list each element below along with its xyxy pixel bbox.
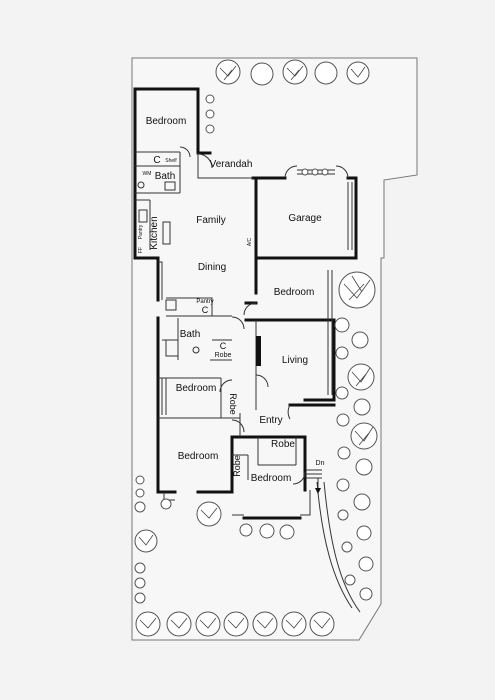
bath-mid-shower-icon (165, 339, 179, 357)
label-dn: Dn (316, 460, 325, 467)
tree-icon (134, 577, 146, 589)
tree-icon (281, 611, 307, 637)
label-kitchen: Kitchen (149, 216, 160, 249)
label-garage: Garage (288, 213, 322, 224)
tree-icon (353, 493, 371, 511)
tree-icon (195, 611, 221, 637)
tree-icon (205, 109, 215, 119)
label-entry: Entry (259, 415, 282, 426)
label-bedroom-bottom-right: Bedroom (251, 473, 292, 484)
label-robe-small: Robe (215, 352, 232, 359)
label-bedroom-top: Bedroom (146, 116, 187, 127)
tree-icon (321, 168, 329, 176)
house-walls (133, 87, 358, 520)
label-robe-entry: Robe (271, 439, 295, 450)
tree-icon (358, 556, 374, 572)
tree-icon (252, 611, 278, 637)
tree-icon (338, 271, 376, 309)
tree-icon (344, 574, 356, 586)
tree-icon (336, 478, 350, 492)
label-bedroom-bottom-left: Bedroom (178, 451, 219, 462)
label-shelf: Shelf (165, 158, 177, 164)
kitchen-sink-icon (138, 209, 148, 223)
tree-icon (134, 592, 146, 604)
tree-icon (346, 61, 370, 85)
tree-icon (353, 398, 371, 416)
label-fridge: FF (138, 247, 144, 253)
fireplace (256, 336, 261, 366)
tree-icon (279, 524, 295, 540)
tree-icon (335, 346, 349, 360)
tree-icon (135, 488, 145, 498)
tree-icon (336, 413, 350, 427)
tree-icon (205, 124, 215, 134)
tree-icon (196, 501, 222, 527)
tree-icon (355, 458, 373, 476)
tree-icon (205, 94, 215, 104)
tree-icon (135, 475, 145, 485)
label-bedroom-mid-right: Bedroom (274, 287, 315, 298)
tree-icon (134, 529, 158, 553)
tree-icon (134, 562, 146, 574)
entry-steps (306, 469, 322, 494)
tree-icon (341, 541, 353, 553)
label-bath-mid: Bath (180, 329, 201, 340)
fixtures (137, 181, 200, 357)
site-boundary (131, 57, 418, 641)
label-ac: A/C (247, 237, 253, 246)
tree-icon (309, 611, 335, 637)
tree-icon (215, 59, 241, 85)
label-family: Family (196, 215, 225, 226)
tree-icon (250, 62, 274, 86)
label-verandah: Verandah (210, 159, 253, 170)
driveway-edge-outer (323, 481, 361, 613)
bath-mid-toilet-icon (192, 346, 200, 354)
tree-icon (311, 168, 319, 176)
tree-icon (134, 501, 146, 513)
tree-icon (335, 386, 349, 400)
door-swings (179, 146, 349, 485)
tree-icon (259, 523, 275, 539)
label-bath-top: Bath (155, 171, 176, 182)
label-bedroom-mid-left: Bedroom (176, 383, 217, 394)
tree-icon (160, 498, 172, 510)
tree-icon (347, 363, 375, 391)
tree-icon (282, 59, 308, 85)
tree-icon (337, 446, 351, 460)
tree-icon (135, 611, 161, 637)
label-dining: Dining (198, 262, 226, 273)
tree-icon (301, 168, 309, 176)
bath-top-basin-icon (164, 181, 176, 191)
tree-icon (314, 61, 338, 85)
driveway-edge (316, 481, 353, 609)
trees (134, 59, 378, 637)
kitchen-island-icon (162, 221, 171, 245)
label-robe-vertical: Robe (228, 393, 238, 415)
label-c-top: C (153, 155, 160, 166)
interior-walls (135, 151, 353, 516)
tree-icon (223, 611, 249, 637)
tree-icon (359, 587, 373, 601)
label-robe-bottom: Robe (232, 455, 242, 477)
tree-icon (239, 523, 253, 537)
label-living: Living (282, 355, 308, 366)
room-labels: Bedroom Verandah C Shelf Bath WM Family … (138, 116, 325, 484)
label-c-mid: C (202, 305, 209, 315)
bath-mid-basin-icon (165, 299, 177, 311)
tree-icon (166, 611, 192, 637)
label-c-robe: C (220, 341, 227, 351)
tree-icon (350, 422, 378, 450)
label-pantry-top: Pantry (138, 224, 144, 239)
tree-icon (337, 509, 349, 521)
tree-icon (351, 331, 369, 349)
label-wm: WM (143, 171, 152, 177)
label-pantry-mid: Pantry (196, 299, 213, 305)
tree-icon (356, 525, 372, 541)
tree-icon (334, 317, 350, 333)
bath-top-toilet-icon (137, 181, 145, 189)
